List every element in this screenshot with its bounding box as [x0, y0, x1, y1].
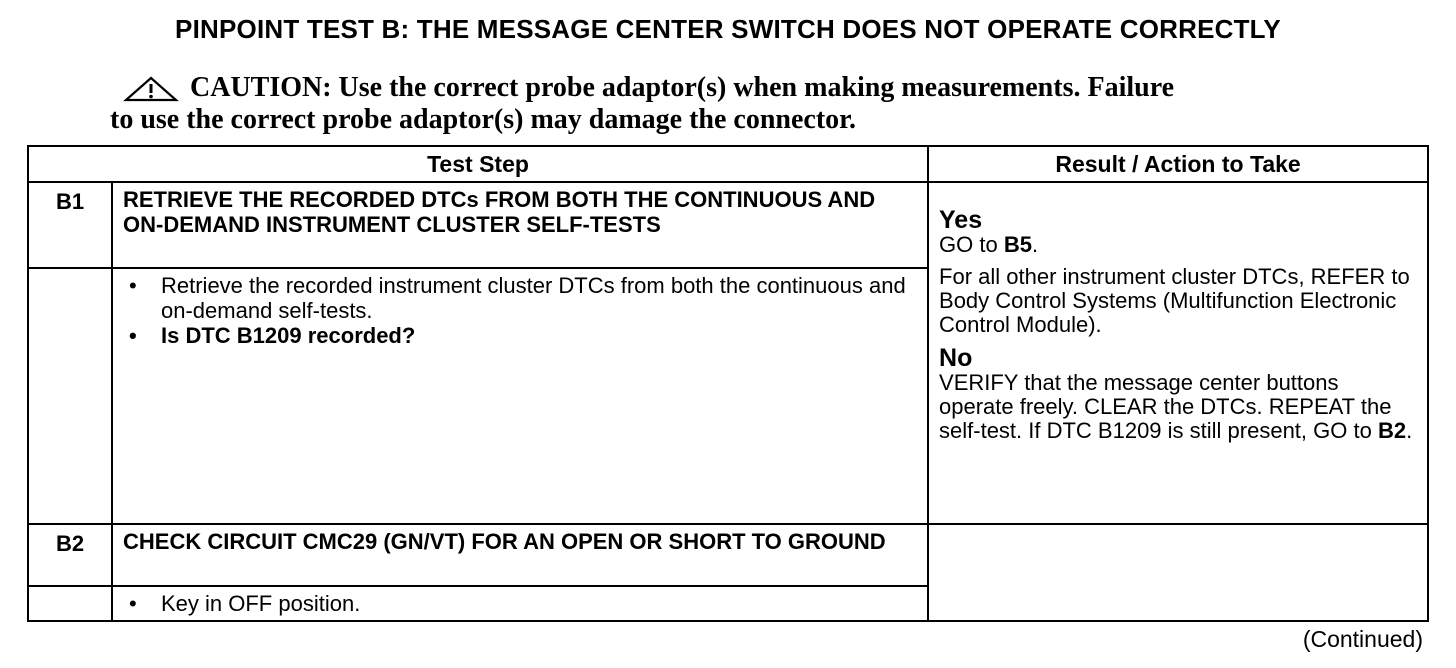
caution-block: CAUTION: Use the correct probe adaptor(s… — [110, 72, 1310, 136]
page-title: PINPOINT TEST B: THE MESSAGE CENTER SWIT… — [175, 14, 1281, 44]
step-body-b2: Key in OFF position. — [110, 585, 930, 622]
step-title-b2: CHECK CIRCUIT CMC29 (GN/VT) FOR AN OPEN … — [110, 523, 930, 587]
caution-line-1: CAUTION: Use the correct probe adaptor(s… — [110, 72, 1310, 104]
result-no-label: No — [939, 344, 973, 372]
caution-text-2: to use the correct probe adaptor(s) may … — [110, 104, 857, 135]
list-item: Is DTC B1209 recorded? — [123, 323, 917, 348]
step-id-b1-empty — [27, 267, 113, 525]
result-yes-action: GO to B5. — [939, 232, 1039, 257]
pinpoint-test-table: Test Step Result / Action to Take B1 RET… — [26, 145, 1430, 622]
list-item: Key in OFF position. — [123, 591, 917, 616]
step-id-b1: B1 — [27, 181, 113, 269]
caution-text-1: CAUTION: Use the correct probe adaptor(s… — [190, 72, 1175, 103]
result-no-action: VERIFY that the message center buttons o… — [939, 370, 1413, 443]
result-yes-other: For all other instrument cluster DTCs, R… — [939, 264, 1410, 337]
result-yes-label: Yes — [939, 206, 983, 234]
header-test-step: Test Step — [26, 145, 930, 183]
step-id-b2: B2 — [27, 523, 113, 587]
warning-triangle-icon — [122, 76, 180, 104]
header-result: Result / Action to Take — [927, 145, 1430, 183]
result-b2 — [927, 523, 1430, 622]
result-b1: Yes GO to B5. For all other instrument c… — [927, 181, 1430, 525]
continued-note: (Continued) — [1302, 626, 1423, 652]
step-body-b1: Retrieve the recorded instrument cluster… — [110, 267, 930, 525]
list-item: Retrieve the recorded instrument cluster… — [123, 273, 917, 323]
step-title-b1: RETRIEVE THE RECORDED DTCs FROM BOTH THE… — [110, 181, 930, 269]
step-id-b2-empty — [27, 585, 113, 622]
